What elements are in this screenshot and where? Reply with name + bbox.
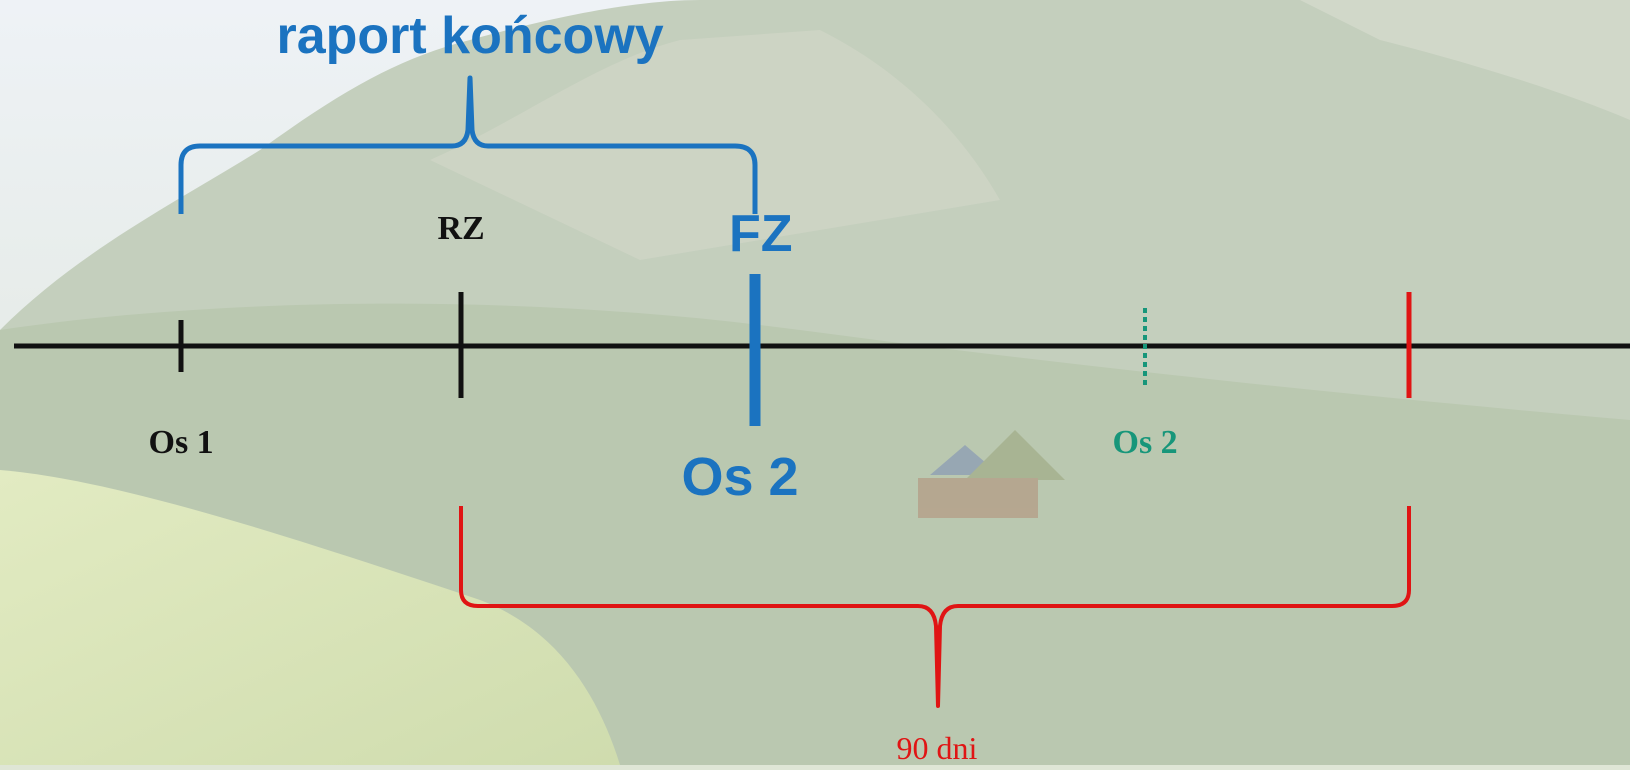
os1-label: Os 1 [148,424,214,461]
report-title: raport końcowy [276,7,664,65]
house [918,430,1065,518]
fz-label: FZ [729,205,793,263]
meadow-area [0,470,620,765]
os2-main-label: Os 2 [681,447,799,507]
rock-face-right [1300,0,1630,120]
interval-label: 90 dni [896,730,978,766]
rz-label: RZ [437,210,485,247]
report-brace [178,75,758,214]
interval-brace [459,506,1411,708]
os2-planned-label: Os 2 [1112,424,1178,461]
